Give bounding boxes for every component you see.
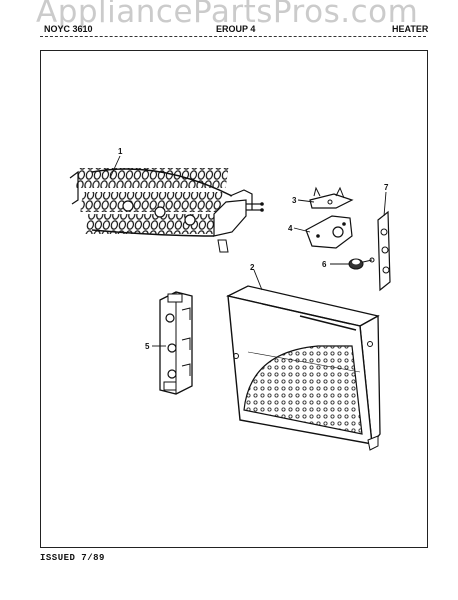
callout-2: 2 bbox=[250, 263, 255, 272]
terminal-block[interactable] bbox=[159, 291, 193, 395]
diagram-frame bbox=[40, 50, 428, 548]
thermostat-bracket[interactable] bbox=[309, 186, 354, 209]
callout-4: 4 bbox=[288, 224, 293, 233]
callout-1: 1 bbox=[118, 147, 123, 156]
leader-lines bbox=[109, 155, 387, 347]
header-section: HEATER bbox=[392, 24, 429, 34]
heater-housing[interactable] bbox=[226, 285, 381, 451]
callout-5: 5 bbox=[145, 342, 150, 351]
watermark-text: AppliancePartsPros.com bbox=[36, 0, 419, 30]
issued-date: ISSUED 7/89 bbox=[40, 553, 105, 563]
callout-6: 6 bbox=[322, 260, 327, 269]
header-model: NOYC 3610 bbox=[44, 24, 93, 34]
callout-7: 7 bbox=[384, 183, 389, 192]
thermal-fuse[interactable] bbox=[348, 257, 375, 270]
heating-element[interactable] bbox=[69, 168, 264, 253]
header-rule bbox=[40, 36, 426, 37]
mounting-plate[interactable] bbox=[305, 215, 353, 249]
header-group: EROUP 4 bbox=[216, 24, 256, 34]
limit-thermostat[interactable] bbox=[377, 210, 391, 292]
callout-3: 3 bbox=[292, 196, 297, 205]
